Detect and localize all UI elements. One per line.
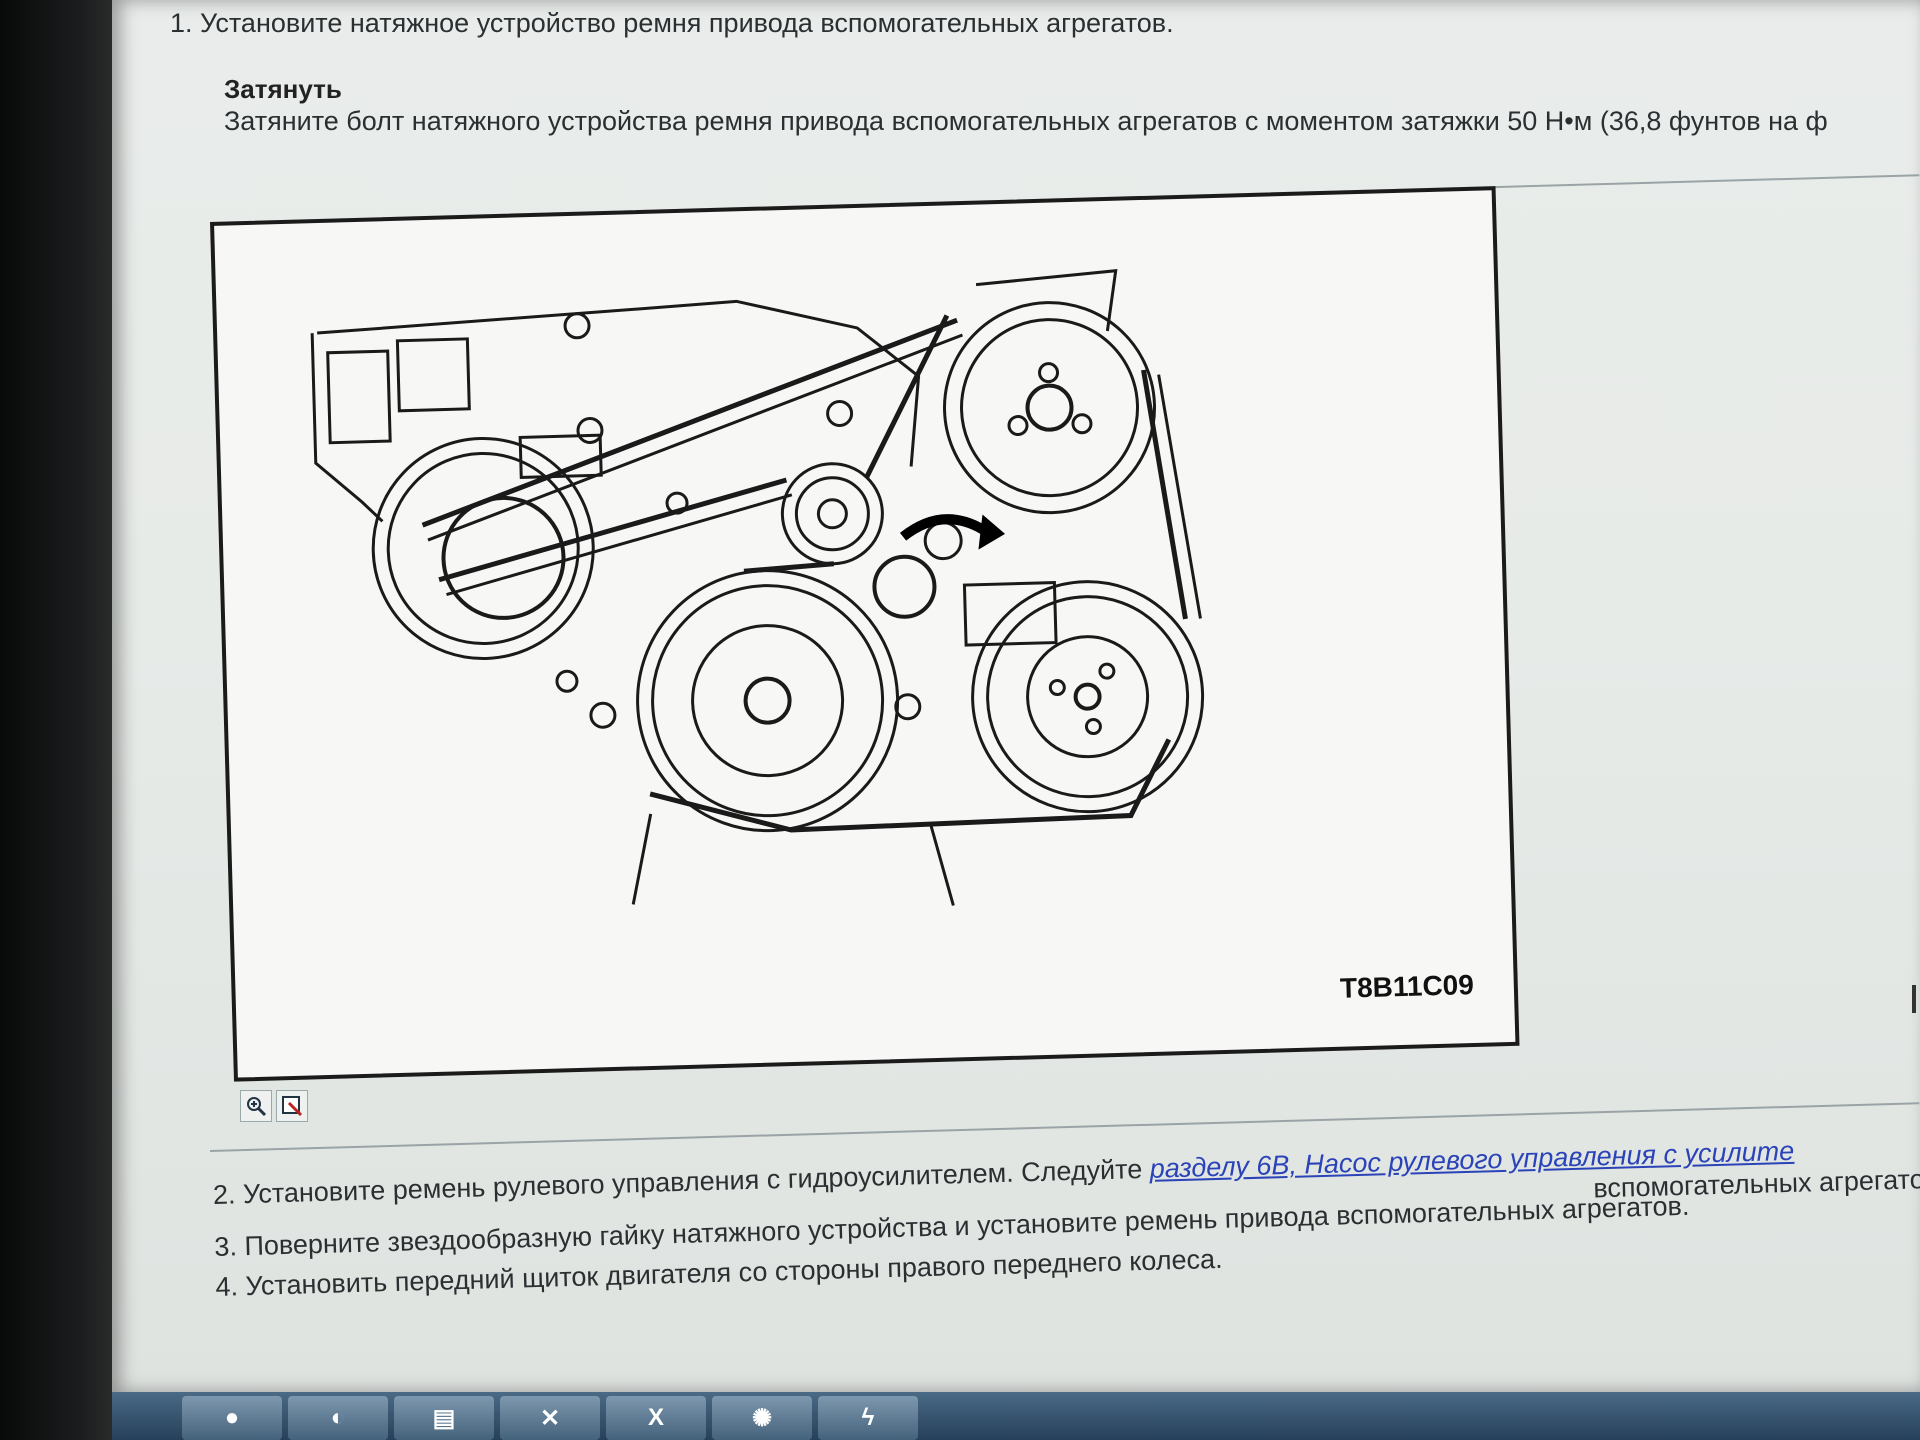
tighten-instruction: Затяните болт натяжного устройства ремня… (224, 106, 1828, 136)
document-screen: 1. Установите натяжное устройство ремня … (112, 0, 1920, 1392)
excel-taskbar-icon[interactable]: X (606, 1396, 706, 1440)
tighten-heading: Затянуть (224, 74, 342, 104)
figure-toolbar (240, 1090, 308, 1122)
flash-taskbar-icon[interactable]: ϟ (818, 1396, 918, 1440)
step-2-prefix: 2. Установите ремень рулевого управления… (212, 1153, 1151, 1210)
start-button[interactable]: ● (182, 1396, 282, 1440)
figure-caption: T8B11C09 (1339, 969, 1475, 1004)
monitor-bezel (0, 0, 115, 1440)
engine-belt-figure[interactable]: T8B11C09 (210, 186, 1520, 1082)
media-taskbar-icon[interactable]: ✺ (712, 1396, 812, 1440)
belt-diagram (310, 269, 1205, 906)
step-1-text: 1. Установите натяжное устройство ремня … (170, 8, 1174, 38)
scroll-marker (1912, 985, 1916, 1013)
edit-image-icon[interactable] (276, 1090, 308, 1122)
magnifier-plus-icon[interactable] (240, 1090, 272, 1122)
browser-taskbar-icon[interactable]: ◐ (288, 1396, 388, 1440)
app-x-taskbar-icon[interactable]: ✕ (500, 1396, 600, 1440)
folder-taskbar-icon[interactable]: ▤ (394, 1396, 494, 1440)
taskbar: ● ◐ ▤ ✕ X ✺ ϟ (112, 1392, 1920, 1440)
